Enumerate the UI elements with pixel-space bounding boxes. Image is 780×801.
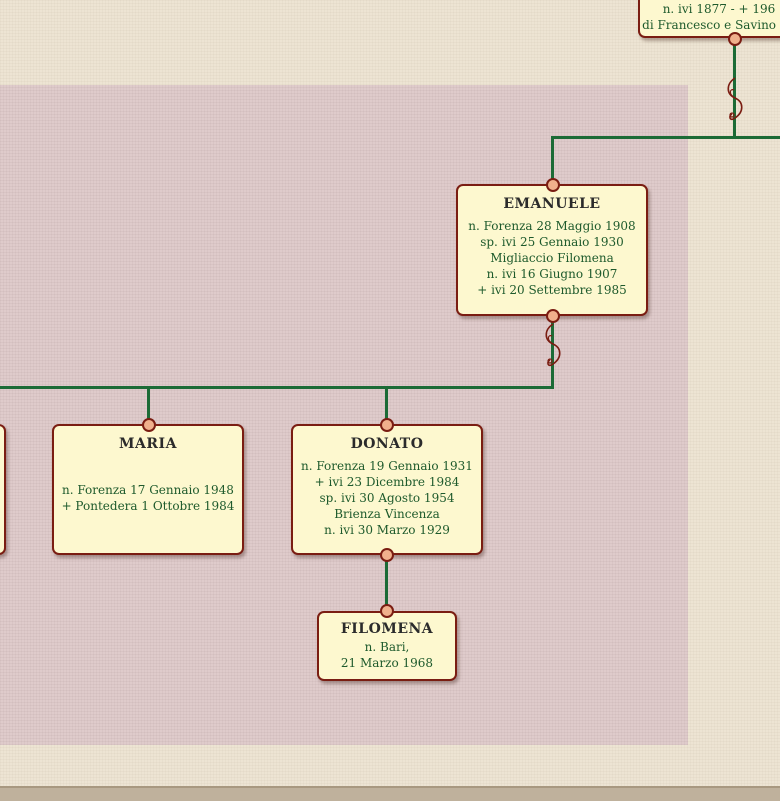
person-detail-line: + Pontedera 1 Ottobre 1984 <box>61 499 235 513</box>
person-detail-line: n. Forenza 19 Gennaio 1931 <box>301 459 473 473</box>
person-detail-line: n. ivi 30 Marzo 1929 <box>324 523 450 537</box>
marriage-ornament-icon <box>727 77 743 121</box>
parent-parents-line: di Francesco e Savino Fil <box>642 18 780 32</box>
connector-dot-icon <box>380 418 394 432</box>
person-card-filomena[interactable]: FILOMENA n. Bari, 21 Marzo 1968 <box>317 611 457 681</box>
person-detail-line: n. Forenza 17 Gennaio 1948 <box>62 483 234 497</box>
connector-donato-up <box>385 386 388 426</box>
person-detail-line: Migliaccio Filomena <box>490 251 614 265</box>
connector-dot-icon <box>546 309 560 323</box>
person-name: MARIA <box>119 436 177 452</box>
connector-dot-icon <box>380 548 394 562</box>
person-detail-line: n. Forenza 28 Maggio 1908 <box>468 219 636 233</box>
person-name: FILOMENA <box>340 621 434 637</box>
person-card-emanuele[interactable]: EMANUELE n. Forenza 28 Maggio 1908 sp. i… <box>456 184 648 316</box>
person-detail-line: + ivi 23 Dicembre 1984 <box>314 475 460 489</box>
connector-top-horizontal <box>551 136 780 139</box>
person-card-donato[interactable]: DONATO n. Forenza 19 Gennaio 1931 + ivi … <box>291 424 483 555</box>
parent-birth-line: n. ivi 1877 - + 196 <box>662 2 776 16</box>
marriage-ornament-icon <box>545 323 561 367</box>
person-name: DONATO <box>350 436 424 452</box>
person-card-sibling-partial[interactable] <box>0 424 6 555</box>
bottom-border-strip <box>0 786 780 801</box>
connector-top-vertical <box>733 38 736 138</box>
person-card-maria[interactable]: MARIA n. Forenza 17 Gennaio 1948 + Ponte… <box>52 424 244 555</box>
connector-maria-up <box>147 386 150 426</box>
connector-dot-icon <box>546 178 560 192</box>
person-detail-line: sp. ivi 30 Agosto 1954 <box>319 491 455 505</box>
connector-dot-icon <box>142 418 156 432</box>
person-detail-line: Brienza Vincenza <box>334 507 440 521</box>
connector-donato-filomena <box>385 555 388 613</box>
connector-children-horizontal <box>0 386 554 389</box>
connector-emanuele-down <box>551 316 554 388</box>
person-detail-line: sp. ivi 25 Gennaio 1930 <box>480 235 624 249</box>
connector-dot-icon <box>380 604 394 618</box>
person-detail-line: n. ivi 16 Giugno 1907 <box>486 267 618 281</box>
person-detail-line: 21 Marzo 1968 <box>340 656 434 670</box>
connector-dot-icon <box>728 32 742 46</box>
person-card-parent[interactable]: n. ivi 1877 - + 196 di Francesco e Savin… <box>638 0 780 38</box>
person-detail-line: + ivi 20 Settembre 1985 <box>477 283 627 297</box>
person-detail-line: n. Bari, <box>364 640 410 654</box>
connector-emanuele-up <box>551 136 554 186</box>
person-name: EMANUELE <box>503 196 601 212</box>
